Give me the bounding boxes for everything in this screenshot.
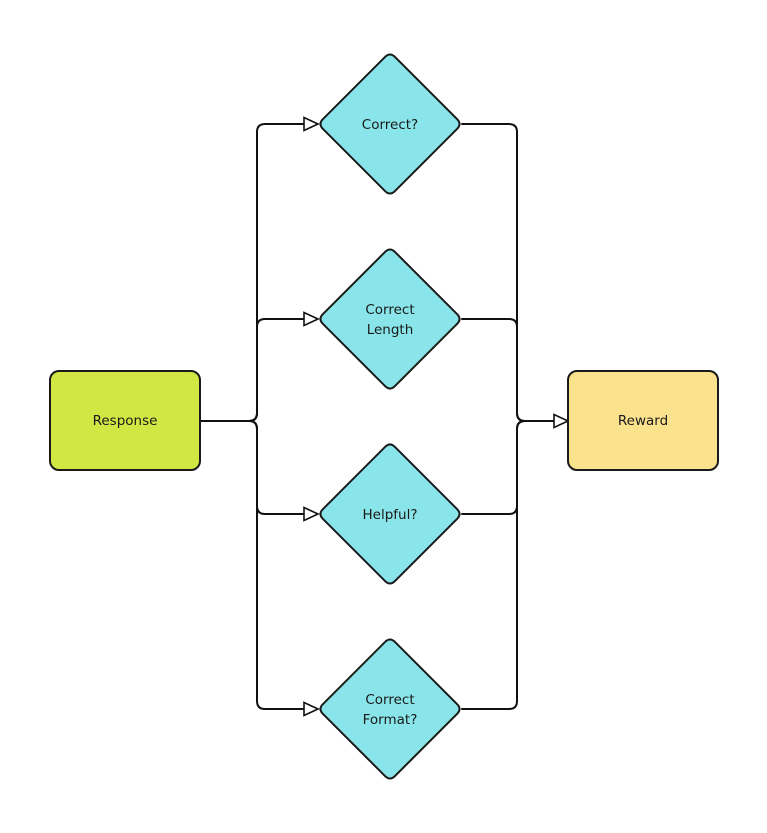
decision-label-line: Correct: [365, 302, 414, 318]
decision-label-line: Helpful?: [362, 507, 417, 523]
decision-helpful[interactable]: Helpful?: [319, 443, 461, 585]
connector-from-helpful: [461, 420, 555, 515]
response-node[interactable]: Response: [49, 370, 201, 471]
connector-from-correct-format: [461, 420, 555, 710]
diamond-shape: [319, 443, 461, 585]
diamond-shape: [319, 638, 461, 780]
diamond-shape: [319, 248, 461, 390]
connector-to-correct-format: [199, 420, 305, 710]
connector-from-correct-length: [461, 318, 555, 422]
reward-node[interactable]: Reward: [567, 370, 719, 471]
arrowhead-correct-length: [303, 311, 320, 327]
arrowhead-correct-format: [303, 701, 320, 717]
connector-to-correct-length: [199, 318, 305, 422]
decision-label-line: Correct?: [362, 117, 418, 133]
decision-nodes: Correct?CorrectLengthHelpful?CorrectForm…: [319, 53, 461, 780]
response-label: Response: [93, 413, 158, 429]
connector-from-correct: [461, 123, 555, 422]
arrowhead-helpful: [303, 506, 320, 522]
decision-correct[interactable]: Correct?: [319, 53, 461, 195]
connector-to-correct: [199, 123, 305, 422]
arrowhead-layer: [303, 116, 570, 717]
reward-label: Reward: [618, 413, 668, 429]
connector-to-helpful: [199, 420, 305, 515]
diamond-shape: [319, 53, 461, 195]
decision-label-line: Format?: [363, 712, 418, 728]
decision-label-line: Length: [367, 322, 414, 338]
arrowhead-reward: [553, 413, 570, 429]
connector-layer: [199, 123, 555, 710]
decision-label-line: Correct: [365, 692, 414, 708]
arrowhead-correct: [303, 116, 320, 132]
